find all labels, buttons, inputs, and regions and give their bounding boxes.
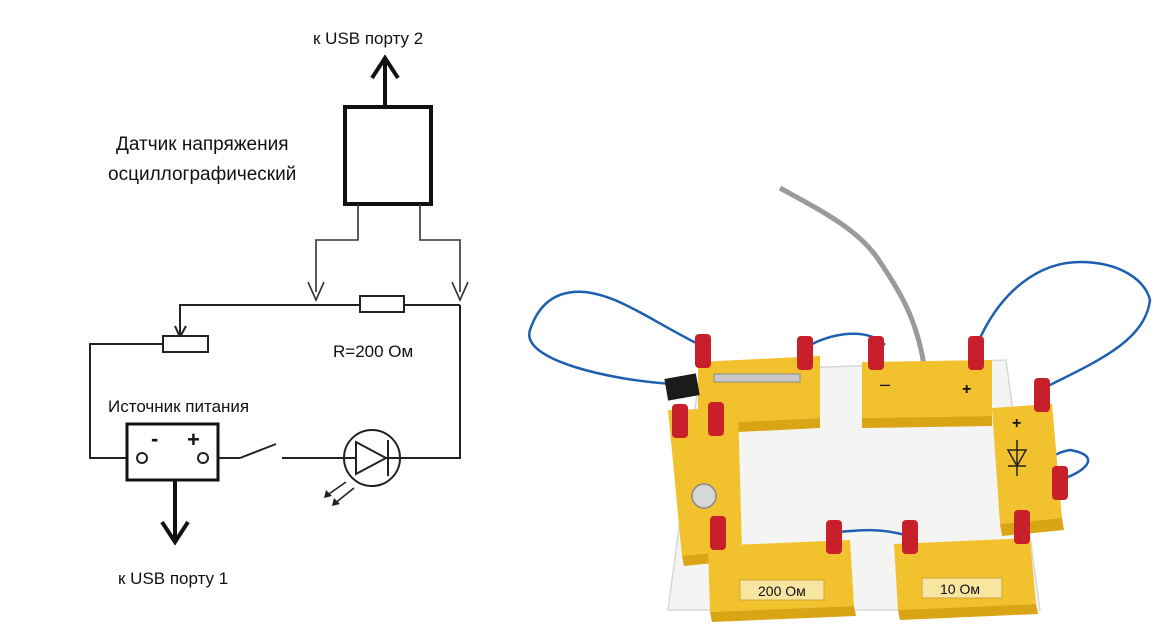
sensor-probe-leads	[307, 204, 469, 302]
photo-plus-sign-source: +	[962, 381, 971, 398]
led-symbol	[324, 429, 402, 506]
voltage-sensor-box	[343, 105, 433, 206]
power-minus-sign: -	[151, 426, 158, 451]
circuit-schematic: к USB порту 2 Датчик напряжения осциллог…	[89, 29, 469, 588]
photo-minus-sign: –	[880, 374, 890, 394]
module-power-source: – +	[862, 360, 992, 428]
switch-symbol	[218, 443, 340, 459]
resistor-label: R=200 Ом	[333, 342, 413, 361]
usb-port-1-label: к USB порту 1	[118, 569, 228, 588]
sensor-cable	[778, 185, 928, 373]
power-source-box	[125, 422, 220, 482]
resistor-symbol	[359, 295, 405, 313]
setup-photo: – + + 200 Ом 10 Ом	[528, 185, 1152, 622]
arrow-up-icon	[370, 54, 400, 106]
module-10-ohm-label: 10 Ом	[940, 581, 980, 597]
module-200-ohm-label: 200 Ом	[758, 583, 806, 599]
rheostat-symbol	[162, 335, 209, 353]
power-source-label: Источник питания	[108, 397, 249, 416]
photo-plus-sign-led: +	[1012, 415, 1021, 432]
led-icon	[1006, 440, 1028, 476]
sensor-label-line1: Датчик напряжения	[116, 134, 288, 155]
resistor-branch	[174, 295, 460, 340]
red-plugs	[672, 334, 1068, 554]
sensor-label-line2: осциллографический	[108, 164, 296, 185]
power-plus-sign: +	[187, 427, 200, 452]
module-200-ohm: 200 Ом	[708, 540, 856, 622]
module-10-ohm: 10 Ом	[894, 538, 1038, 620]
sensor-clip	[664, 373, 700, 401]
arrow-down-icon	[160, 480, 190, 546]
usb-port-2-label: к USB порту 2	[313, 29, 423, 48]
